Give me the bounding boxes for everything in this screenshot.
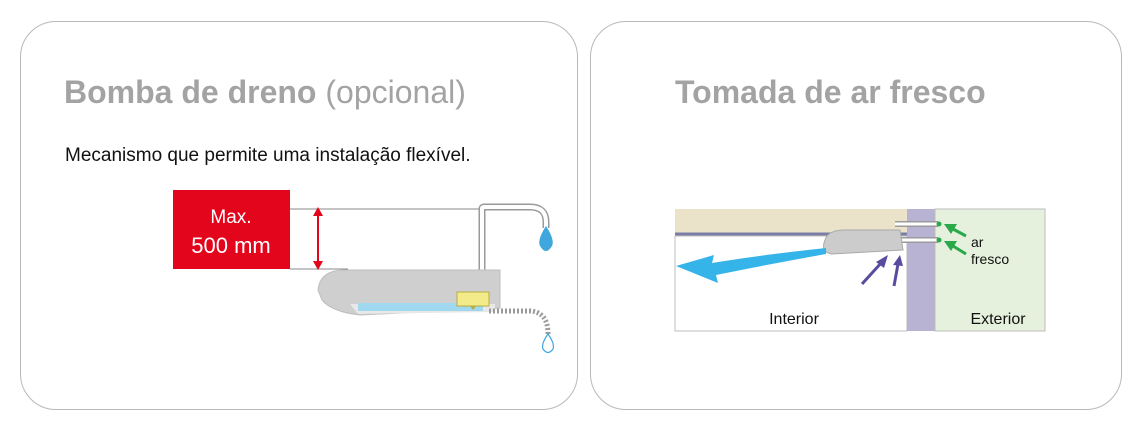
drain-pan-water (358, 303, 483, 311)
indoor-unit (823, 229, 904, 255)
dimension-arrow-up (313, 207, 323, 216)
fresh-air-arrowhead (944, 224, 957, 234)
interior-label: Interior (769, 311, 819, 328)
exterior-label: Exterior (970, 311, 1026, 328)
drain-pump-title-bold: Bomba de dreno (64, 74, 317, 110)
return-air-arrowhead (876, 255, 888, 268)
drip-outline-icon (541, 332, 555, 354)
drain-pump-title-optional: (opcional) (316, 74, 466, 110)
return-air-arrow (860, 260, 884, 286)
airflow-arrow (676, 248, 826, 283)
drain-pump-subtitle: Mecanismo que permite uma instalação fle… (65, 145, 471, 166)
fresh-air-label-line1: ar (971, 234, 984, 250)
fresh-air-title: Tomada de ar fresco (675, 74, 986, 110)
duct-intake-dot (936, 237, 942, 243)
exterior-wall (907, 209, 935, 331)
water-drop-icon (539, 226, 553, 251)
fresh-air-arrowhead (944, 241, 957, 251)
fresh-air-diagram: ar fresco Interior Exterior (674, 208, 1046, 332)
return-air-arrow (892, 263, 900, 287)
max-height-badge (173, 190, 290, 269)
return-air-arrowhead (893, 255, 903, 266)
drain-pump-box (456, 291, 490, 307)
drain-riser-pipe-inner (480, 205, 548, 296)
fresh-air-arrow (952, 244, 967, 256)
duct-intake-dot (936, 221, 942, 227)
fresh-air-arrow (952, 227, 967, 238)
drain-pump-diagram: Max. 500 mm (173, 190, 555, 354)
pump-outlet (470, 306, 476, 310)
gravity-drain-hose (489, 308, 551, 335)
badge-label-value: 500 mm (191, 233, 270, 258)
drain-pump-title: Bomba de dreno (opcional) (64, 74, 466, 111)
badge-label-max: Max. (210, 207, 251, 228)
dimension-arrow-down (313, 261, 323, 270)
fresh-air-label-line2: fresco (971, 251, 1009, 267)
